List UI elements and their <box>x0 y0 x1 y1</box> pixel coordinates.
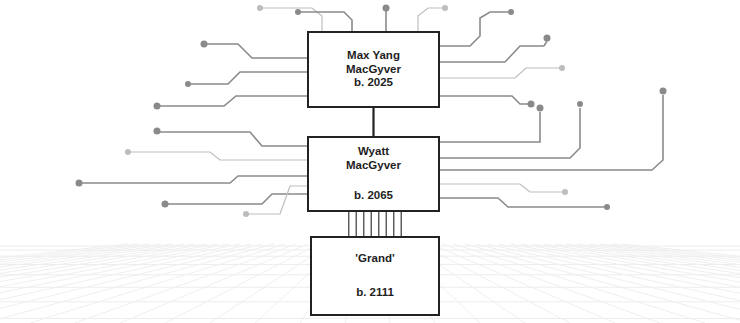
trace-dot <box>185 81 191 87</box>
birth-year: b. 2025 <box>354 76 393 90</box>
trace-dot <box>559 65 565 71</box>
circuit-trace <box>440 68 560 78</box>
trace-dot <box>125 149 131 155</box>
circuit-trace <box>544 41 547 46</box>
trace-dot <box>76 180 83 187</box>
circuit-trace <box>440 46 544 62</box>
circuit-trace <box>440 108 580 158</box>
circuit-trace <box>300 12 352 31</box>
person-name: Max Yang MacGyver <box>346 49 401 77</box>
circuit-trace <box>440 184 562 192</box>
trace-dot <box>562 189 568 195</box>
circuit-trace <box>190 72 307 84</box>
person-name: 'Grand' <box>355 252 394 266</box>
trace-dot <box>154 128 161 135</box>
trace-dot <box>162 201 169 208</box>
circuit-trace <box>440 198 604 207</box>
circuit-trace <box>418 8 442 31</box>
grid-line <box>0 244 229 323</box>
trace-dot <box>528 101 535 108</box>
circuit-trace <box>440 12 508 46</box>
grid-line <box>0 318 740 319</box>
grid-line <box>75 244 296 323</box>
circuit-trace <box>82 176 307 183</box>
person-box: Max Yang MacGyverb. 2025 <box>307 31 440 108</box>
trace-dot <box>537 105 544 112</box>
grid-line <box>443 244 661 323</box>
link-line <box>401 212 402 236</box>
birth-year: b. 2065 <box>354 189 393 203</box>
circuit-traces <box>76 5 667 218</box>
grid-line <box>555 244 740 323</box>
trace-dot <box>577 101 583 107</box>
link-line <box>356 212 357 236</box>
grid-line <box>544 244 740 323</box>
grid-line <box>566 244 740 323</box>
circuit-trace <box>160 96 307 106</box>
grid-line <box>120 244 308 323</box>
link-line <box>378 212 379 236</box>
trace-dot <box>243 211 249 217</box>
circuit-trace <box>160 132 307 146</box>
family-link <box>373 108 374 136</box>
grid-line <box>0 244 274 323</box>
grid-line <box>30 244 285 323</box>
trace-dot <box>660 88 667 95</box>
person-box: 'Grand' b. 2111 <box>310 236 440 316</box>
trace-dot <box>383 5 390 12</box>
grid-line <box>0 244 240 323</box>
trace-dot <box>295 9 301 15</box>
trace-dot <box>508 9 514 15</box>
circuit-trace <box>206 44 307 58</box>
link-line <box>393 212 394 236</box>
link-line <box>348 212 349 236</box>
person-name: Wyatt MacGyver <box>346 145 401 173</box>
grid-line <box>165 244 319 323</box>
circuit-trace <box>248 186 307 214</box>
link-line <box>372 108 374 136</box>
circuit-trace <box>440 95 663 170</box>
link-line <box>386 212 387 236</box>
link-line <box>363 212 364 236</box>
trace-dot <box>201 41 208 48</box>
family-link <box>349 212 402 236</box>
circuit-trace <box>130 152 307 160</box>
link-line <box>371 212 372 236</box>
trace-dot <box>257 5 263 11</box>
grid-line <box>611 244 740 323</box>
trace-dot <box>544 35 551 42</box>
trace-dot <box>442 5 448 11</box>
person-box: Wyatt MacGyver b. 2065 <box>307 136 440 212</box>
circuit-trace <box>385 10 387 31</box>
trace-dot <box>604 204 610 210</box>
circuit-trace <box>440 112 540 142</box>
birth-year: b. 2111 <box>356 286 394 300</box>
circuit-trace <box>440 96 528 104</box>
grid-line <box>420 244 570 323</box>
grid-line <box>623 244 740 323</box>
trace-dot <box>154 103 161 110</box>
